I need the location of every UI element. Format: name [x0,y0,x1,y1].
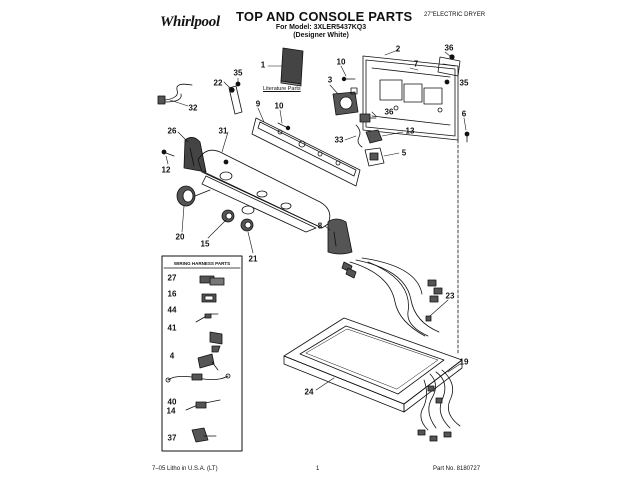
dryer-top [283,317,463,413]
callout-21: 21 [248,254,258,264]
callout-36-top: 36 [444,43,454,53]
screw-35-right [444,79,450,85]
callout-26: 26 [167,126,177,136]
callout-8: 8 [317,221,323,231]
leader-lines [165,49,467,391]
callout-7: 7 [413,59,419,69]
knob-21 [240,218,254,232]
box-part-37 [191,427,217,443]
callout-12: 12 [161,165,171,175]
callout-24: 24 [304,387,314,397]
callout-4: 4 [169,351,175,361]
callout-36-mid: 36 [384,107,394,117]
callout-31: 31 [218,126,228,136]
switch-5 [364,147,385,167]
callout-14: 14 [166,406,176,416]
wiring-harness-box [161,255,243,452]
part-number: Part No. 8180727 [433,466,481,472]
timer-assembly [332,87,359,116]
end-cap-8 [327,218,353,255]
switch-36 [359,113,377,123]
callout-15: 15 [200,239,210,249]
box-part-4 [197,353,219,371]
callout-19: 19 [459,357,469,367]
console-front-panel [197,149,331,233]
cable-32 [157,83,193,105]
callout-44: 44 [167,305,177,315]
callout-35-left: 35 [233,68,243,78]
callout-1: 1 [260,60,266,70]
console-back-panel [362,55,459,141]
harness-19 [417,369,461,442]
hinge-bracket [437,56,461,77]
part-22 [228,85,243,115]
callout-10-upper: 10 [336,57,346,67]
callout-27: 27 [167,273,177,283]
callout-6: 6 [461,109,467,119]
switch-13 [365,129,383,144]
callout-37: 37 [167,433,177,443]
screw-10-lower [277,122,291,131]
callout-5: 5 [401,148,407,158]
model-line: For Model: 3XLER5437KQ3 [275,24,367,31]
page-title: TOP AND CONSOLE PARTS [236,9,413,24]
literature-booklet [280,47,304,87]
callout-2: 2 [395,44,401,54]
control-bracket [251,117,361,187]
literature-parts-label: Literature Parts [263,86,301,92]
callout-41: 41 [167,323,177,333]
box-part-40 [165,373,231,383]
knob-15 [221,209,235,223]
callout-32: 32 [188,103,198,113]
screw-6 [464,131,470,143]
variant-line: (Designer White) [293,32,349,39]
clip-23 [425,315,432,322]
brand-logo-text: Whirlpool [160,14,220,30]
print-info: 7–05 Litho in U.S.A. (LT) [152,466,218,472]
box-part-16 [201,293,217,303]
callout-16: 16 [167,289,177,299]
callout-22: 22 [213,78,223,88]
wire-harness [341,257,443,337]
callout-3: 3 [327,75,333,85]
screw-36-top [449,54,455,60]
box-part-44 [195,313,219,323]
callout-40: 40 [167,397,177,407]
screw-10-upper [341,76,356,82]
box-part-41 [209,331,223,353]
callout-10-lower: 10 [274,101,284,111]
callout-9: 9 [255,99,261,109]
harness-33 [355,124,363,148]
screw-12 [161,149,175,157]
whirlpool-logo [177,10,179,12]
callout-20: 20 [175,232,185,242]
box-part-14 [185,399,221,411]
page-number: 1 [316,466,320,472]
callout-33: 33 [334,135,344,145]
end-cap-26 [183,137,207,173]
knob-20 [176,185,211,207]
callout-23: 23 [445,291,455,301]
callout-35-right: 35 [459,78,469,88]
callout-13: 13 [405,126,415,136]
wiring-harness-box-title: WIRING HARNESS PARTS [173,261,231,266]
box-part-27 [199,275,225,286]
product-type: 27"ELECTRIC DRYER [424,12,486,18]
screw-35-left [235,81,241,87]
